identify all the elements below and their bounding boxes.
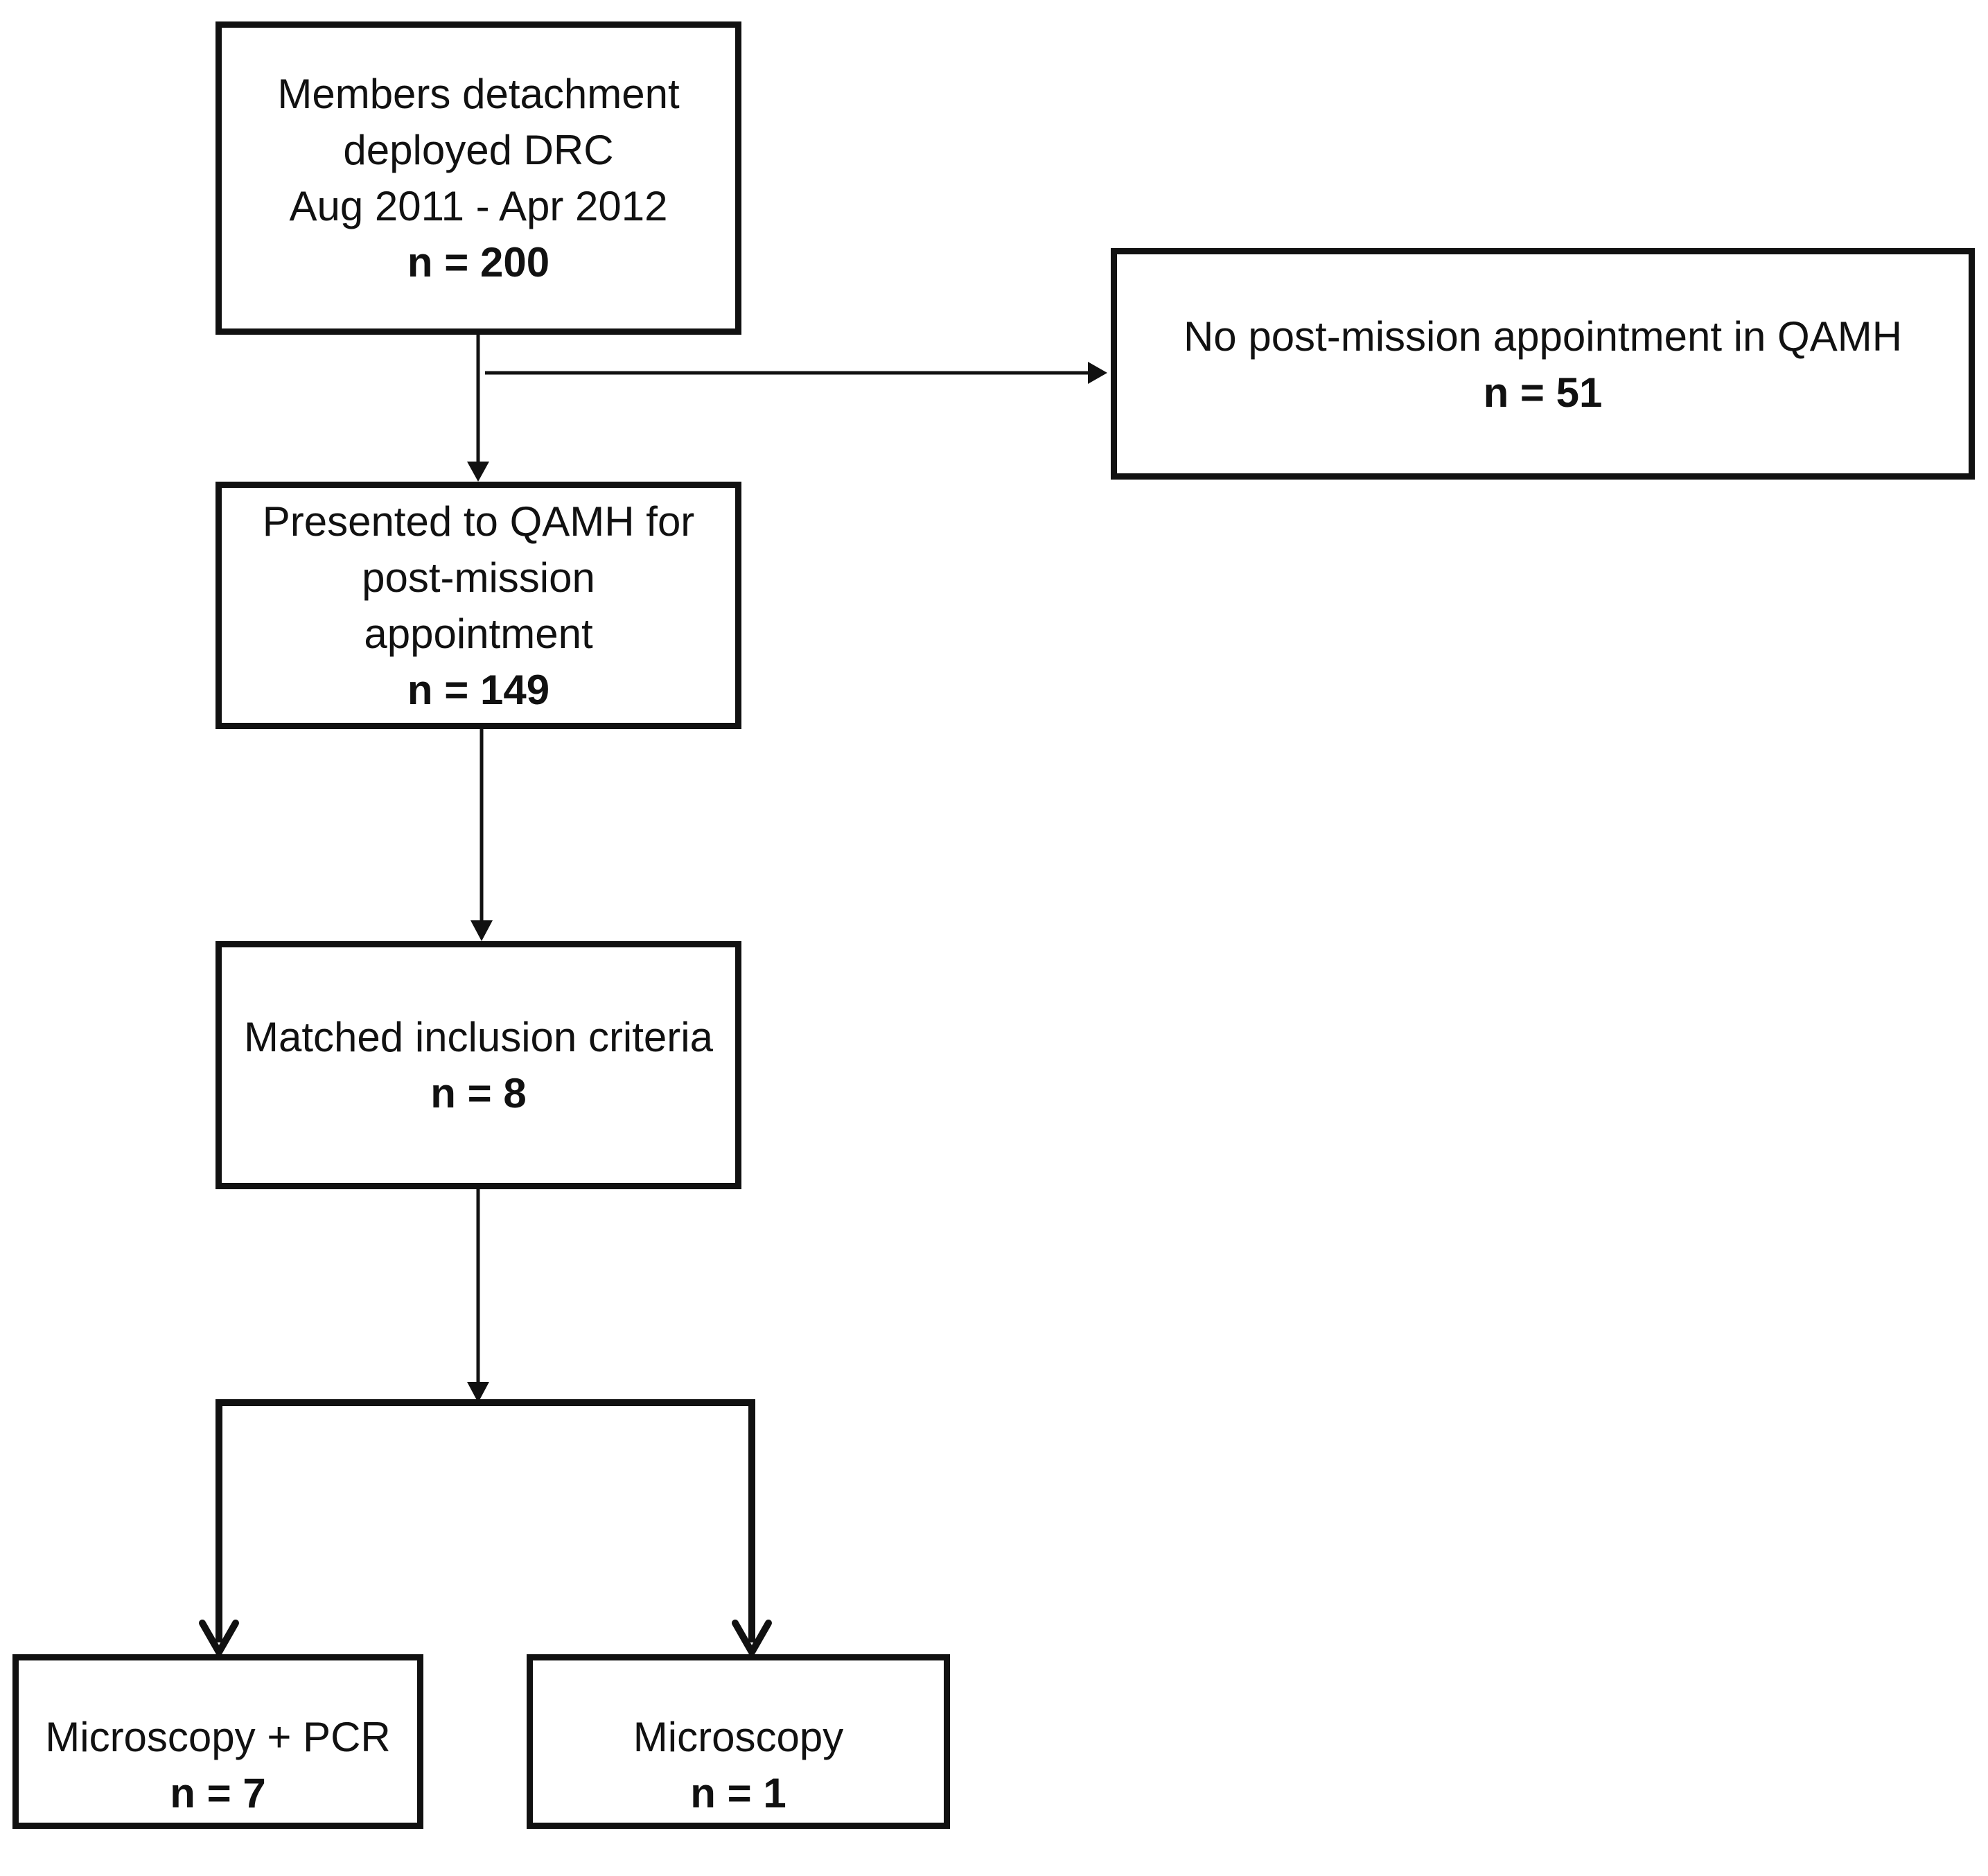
deployed-count: n = 200 xyxy=(407,239,550,286)
microscopy-pcr-box: Microscopy + PCR n = 7 xyxy=(12,1654,423,1829)
arrow-matched-to-split-head xyxy=(467,1382,489,1403)
matched-line-1: Matched inclusion criteria xyxy=(244,1014,713,1060)
arrow-deployed-to-presented-head xyxy=(467,462,489,482)
presented-line-2: post-mission xyxy=(362,554,595,601)
microscopy-box: Microscopy n = 1 xyxy=(527,1654,950,1829)
no-appointment-box: No post-mission appointment in QAMH n = … xyxy=(1111,248,1975,480)
arrow-to-microscopy-head xyxy=(732,1620,772,1656)
microscopy-line-1: Microscopy xyxy=(633,1714,844,1760)
arrow-to-microscopy-pcr-head xyxy=(199,1620,239,1656)
deployed-line-1: Members detachment xyxy=(277,71,680,117)
presented-line-1: Presented to QAMH for xyxy=(262,498,695,545)
arrow-presented-to-matched-head xyxy=(470,920,493,941)
presented-line-3: appointment xyxy=(364,610,593,657)
deployed-line-3: Aug 2011 - Apr 2012 xyxy=(289,183,668,229)
presented-count: n = 149 xyxy=(407,666,550,713)
arrow-to-no-appointment-head xyxy=(1088,362,1107,384)
no-appointment-line-1: No post-mission appointment in QAMH xyxy=(1183,313,1903,360)
microscopy-pcr-line-1: Microscopy + PCR xyxy=(45,1714,391,1760)
split-bracket xyxy=(215,1399,755,1642)
microscopy-pcr-count: n = 7 xyxy=(170,1770,266,1816)
matched-count: n = 8 xyxy=(430,1070,527,1116)
matched-criteria-box: Matched inclusion criteria n = 8 xyxy=(215,941,741,1189)
microscopy-count: n = 1 xyxy=(690,1770,786,1816)
no-appointment-count: n = 51 xyxy=(1483,369,1603,416)
deployed-line-2: deployed DRC xyxy=(343,127,614,173)
presented-box: Presented to QAMH for post-mission appoi… xyxy=(215,482,741,729)
deployed-members-box: Members detachment deployed DRC Aug 2011… xyxy=(215,21,741,335)
